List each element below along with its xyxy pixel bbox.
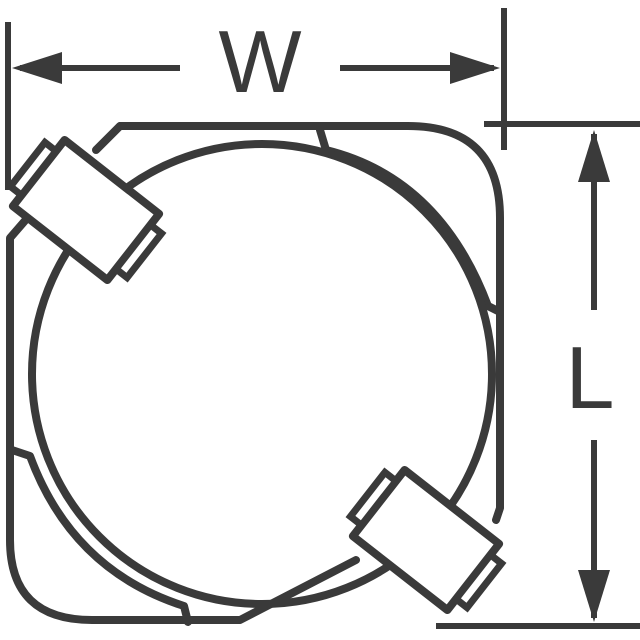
component-body-outline <box>6 122 504 624</box>
ferrite-core-circle <box>28 140 496 608</box>
terminal-bottom-right <box>345 465 507 615</box>
winding-band-bottom-left <box>8 446 192 626</box>
length-label: L <box>566 328 615 427</box>
width-label: W <box>218 12 301 111</box>
terminal-top-left <box>5 135 167 285</box>
width-dimension-arrow <box>12 52 500 84</box>
length-dimension-arrow <box>578 130 610 622</box>
